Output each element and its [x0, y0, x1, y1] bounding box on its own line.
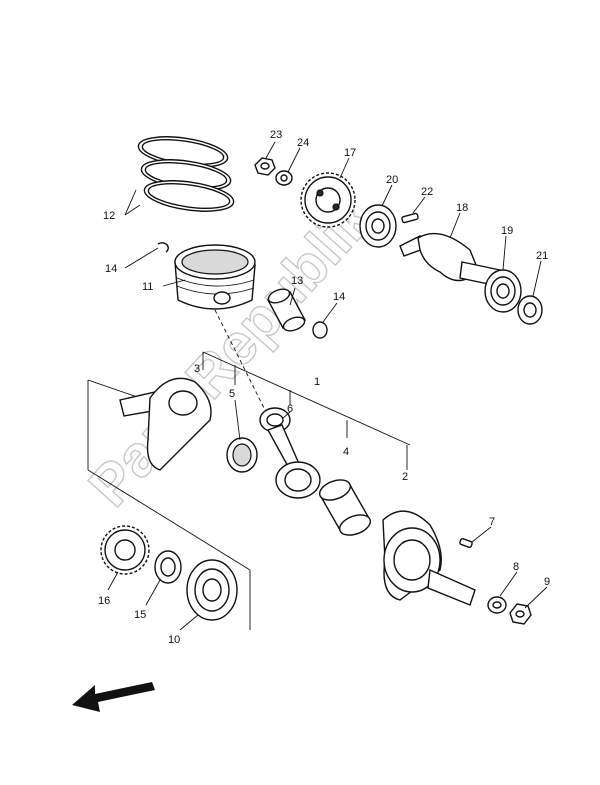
bearing-20	[359, 204, 397, 248]
callout-22: 22	[421, 186, 433, 198]
callout-14-right: 14	[333, 291, 345, 303]
key-7	[459, 537, 473, 549]
callout-labels: 23 24 17 20 22 18 19 21 12 14 11 13 14 3…	[98, 129, 550, 646]
piston	[174, 244, 256, 310]
watermark-text: PartsRepublik	[76, 185, 386, 519]
callout-6: 6	[287, 403, 293, 415]
callout-21: 21	[536, 250, 548, 262]
callout-12: 12	[103, 210, 115, 222]
lock-washer-24	[275, 170, 293, 186]
callout-5: 5	[229, 388, 235, 400]
callout-24: 24	[297, 137, 309, 149]
callout-19: 19	[501, 225, 513, 237]
washer-15	[154, 550, 182, 584]
callout-17: 17	[344, 147, 356, 159]
callout-15: 15	[134, 609, 146, 621]
needle-bearing-5	[226, 437, 258, 473]
crank-web-right	[382, 510, 476, 606]
callout-13: 13	[291, 275, 303, 287]
leader-lines	[107, 141, 548, 631]
callout-14-left: 14	[105, 263, 117, 275]
callout-23: 23	[270, 129, 282, 141]
assembly-bracket-lines	[87, 309, 411, 630]
callout-3: 3	[194, 363, 200, 375]
washer-8	[487, 596, 507, 614]
callout-11: 11	[142, 281, 153, 293]
callout-18: 18	[456, 202, 468, 214]
crank-pin	[318, 479, 372, 536]
circlip-right	[312, 321, 328, 339]
piston-rings	[137, 136, 235, 212]
callout-1: 1	[314, 376, 320, 388]
nut-9	[509, 603, 532, 625]
bearing-19	[484, 269, 522, 313]
piston-pin	[267, 288, 306, 332]
gear-16	[100, 525, 150, 575]
callout-16: 16	[98, 595, 110, 607]
callout-2: 2	[402, 471, 408, 483]
woodruff-key-22	[401, 212, 419, 224]
balancer-shaft-18	[399, 232, 501, 287]
seal-21	[517, 295, 543, 325]
bearing-10	[186, 559, 238, 621]
callout-8: 8	[513, 561, 519, 573]
nut-23	[254, 157, 276, 176]
connecting-rod	[259, 407, 321, 499]
direction-arrow-icon	[72, 682, 155, 712]
callout-20: 20	[386, 174, 398, 186]
circlip-left	[157, 242, 169, 253]
callout-10: 10	[168, 634, 180, 646]
callout-4: 4	[343, 446, 349, 458]
callout-7: 7	[489, 516, 495, 528]
callout-9: 9	[544, 576, 550, 588]
gear-17	[300, 172, 356, 228]
crank-web-left	[119, 377, 212, 471]
